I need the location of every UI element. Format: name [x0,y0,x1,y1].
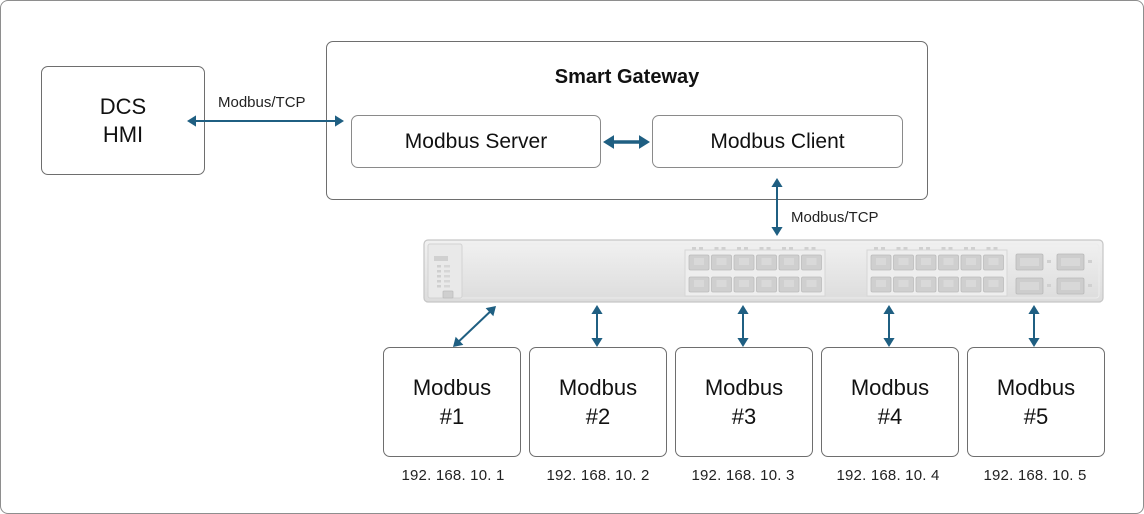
bidirectional-arrow [771,178,783,236]
hmi-label: HMI [102,121,144,147]
device-name: Modbus [704,375,784,400]
bidirectional-arrow [591,305,603,347]
device-number: #5 [1023,404,1049,429]
bidirectional-arrow [1028,305,1040,347]
modbus-client-box: Modbus Client [652,115,903,168]
device-ip-4: 192. 168. 10. 4 [836,467,940,484]
dcs-label: DCS [99,93,147,119]
modbus-device-5: Modbus #5 [967,347,1105,457]
dcs-hmi-box: DCS HMI [41,66,205,175]
device-name: Modbus [850,375,930,400]
modbus-device-1: Modbus #1 [383,347,521,457]
device-name: Modbus [558,375,638,400]
device-number: #4 [877,404,903,429]
gateway-title: Smart Gateway [554,66,700,88]
bidirectional-arrow [187,115,344,127]
device-number: #2 [585,404,611,429]
modbus-server-box: Modbus Server [351,115,601,168]
device-number: #1 [439,404,465,429]
network-switch-icon [423,239,1104,303]
bidirectional-arrow [603,135,650,149]
gateway-switch-protocol-label: Modbus/TCP [791,209,879,226]
modbus-device-4: Modbus #4 [821,347,959,457]
bidirectional-arrow [737,305,749,347]
hmi-gateway-protocol-label: Modbus/TCP [218,94,306,111]
device-name: Modbus [412,375,492,400]
modbus-device-3: Modbus #3 [675,347,813,457]
bidirectional-arrow [453,306,496,347]
device-name: Modbus [996,375,1076,400]
bidirectional-arrow [883,305,895,347]
connection-arrows [187,115,1040,347]
device-ip-2: 192. 168. 10. 2 [546,467,650,484]
device-ip-5: 192. 168. 10. 5 [983,467,1087,484]
device-ip-3: 192. 168. 10. 3 [691,467,795,484]
modbus-device-2: Modbus #2 [529,347,667,457]
device-ip-1: 192. 168. 10. 1 [401,467,505,484]
device-number: #3 [731,404,757,429]
